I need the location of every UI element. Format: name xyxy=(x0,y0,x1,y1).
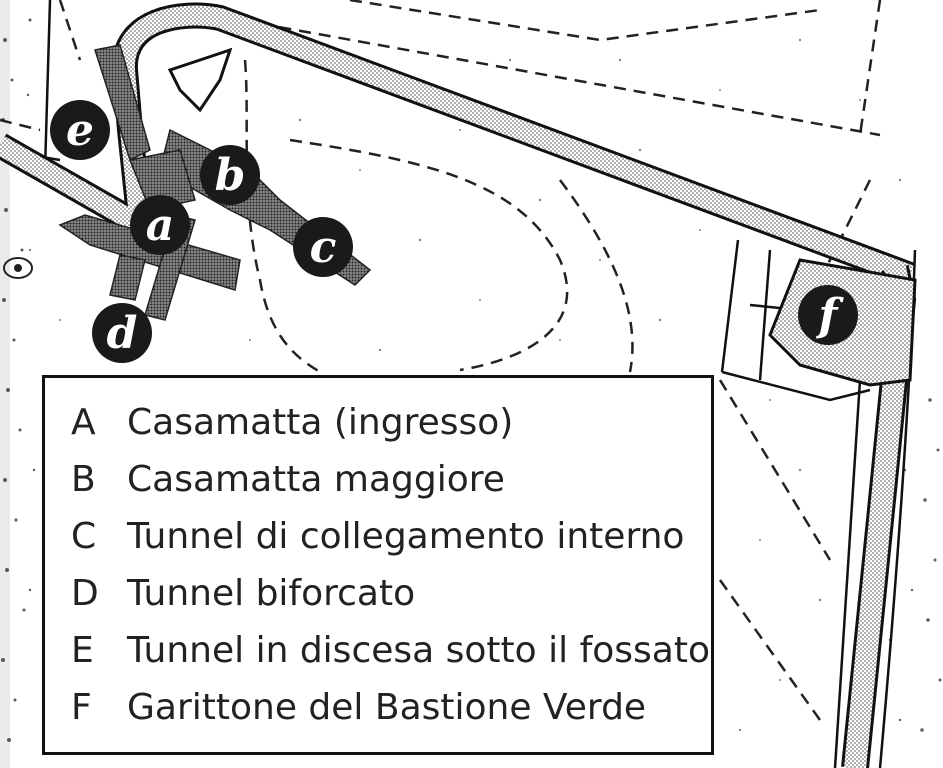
legend-item-d: D Tunnel biforcato xyxy=(71,573,711,630)
marker-a[interactable]: a xyxy=(130,195,190,255)
legend-item-b: B Casamatta maggiore xyxy=(71,459,711,516)
legend-key: B xyxy=(71,459,96,500)
marker-b[interactable]: b xyxy=(200,145,260,205)
marker-e[interactable]: e xyxy=(50,100,110,160)
legend-text: Tunnel di collegamento interno xyxy=(127,516,685,557)
bastion-outline xyxy=(167,47,233,113)
legend-text: Tunnel in discesa sotto il fossato xyxy=(127,630,710,671)
marker-d-label: d xyxy=(107,308,138,359)
marker-c-label: c xyxy=(310,222,337,273)
marker-a-label: a xyxy=(146,200,175,251)
legend-key: D xyxy=(71,573,99,614)
marker-c[interactable]: c xyxy=(293,217,353,277)
legend-item-e: E Tunnel in discesa sotto il fossato xyxy=(71,630,711,687)
marker-b-label: b xyxy=(215,150,246,201)
legend-text: Tunnel biforcato xyxy=(127,573,416,614)
legend-text: Garittone del Bastione Verde xyxy=(127,687,647,728)
solid-lines xyxy=(0,0,917,768)
marker-e-label: e xyxy=(66,105,94,156)
marker-d[interactable]: d xyxy=(92,303,152,363)
legend-key: E xyxy=(71,630,94,671)
map-noise-left xyxy=(0,0,36,768)
legend-item-c: C Tunnel di collegamento interno xyxy=(71,516,711,573)
terrain-speckles xyxy=(28,38,902,732)
legend-key: F xyxy=(71,687,92,728)
legend-item-f: F Garittone del Bastione Verde xyxy=(71,687,711,744)
legend-text: Casamatta maggiore xyxy=(127,459,505,500)
legend-item-a: A Casamatta (ingresso) xyxy=(71,402,711,459)
legend-key: A xyxy=(71,402,96,443)
survey-mark-icon xyxy=(3,257,33,279)
legend-key: C xyxy=(71,516,97,557)
legend: A Casamatta (ingresso) B Casamatta maggi… xyxy=(42,375,714,755)
marker-f[interactable]: f xyxy=(798,285,858,345)
legend-text: Casamatta (ingresso) xyxy=(127,402,514,443)
